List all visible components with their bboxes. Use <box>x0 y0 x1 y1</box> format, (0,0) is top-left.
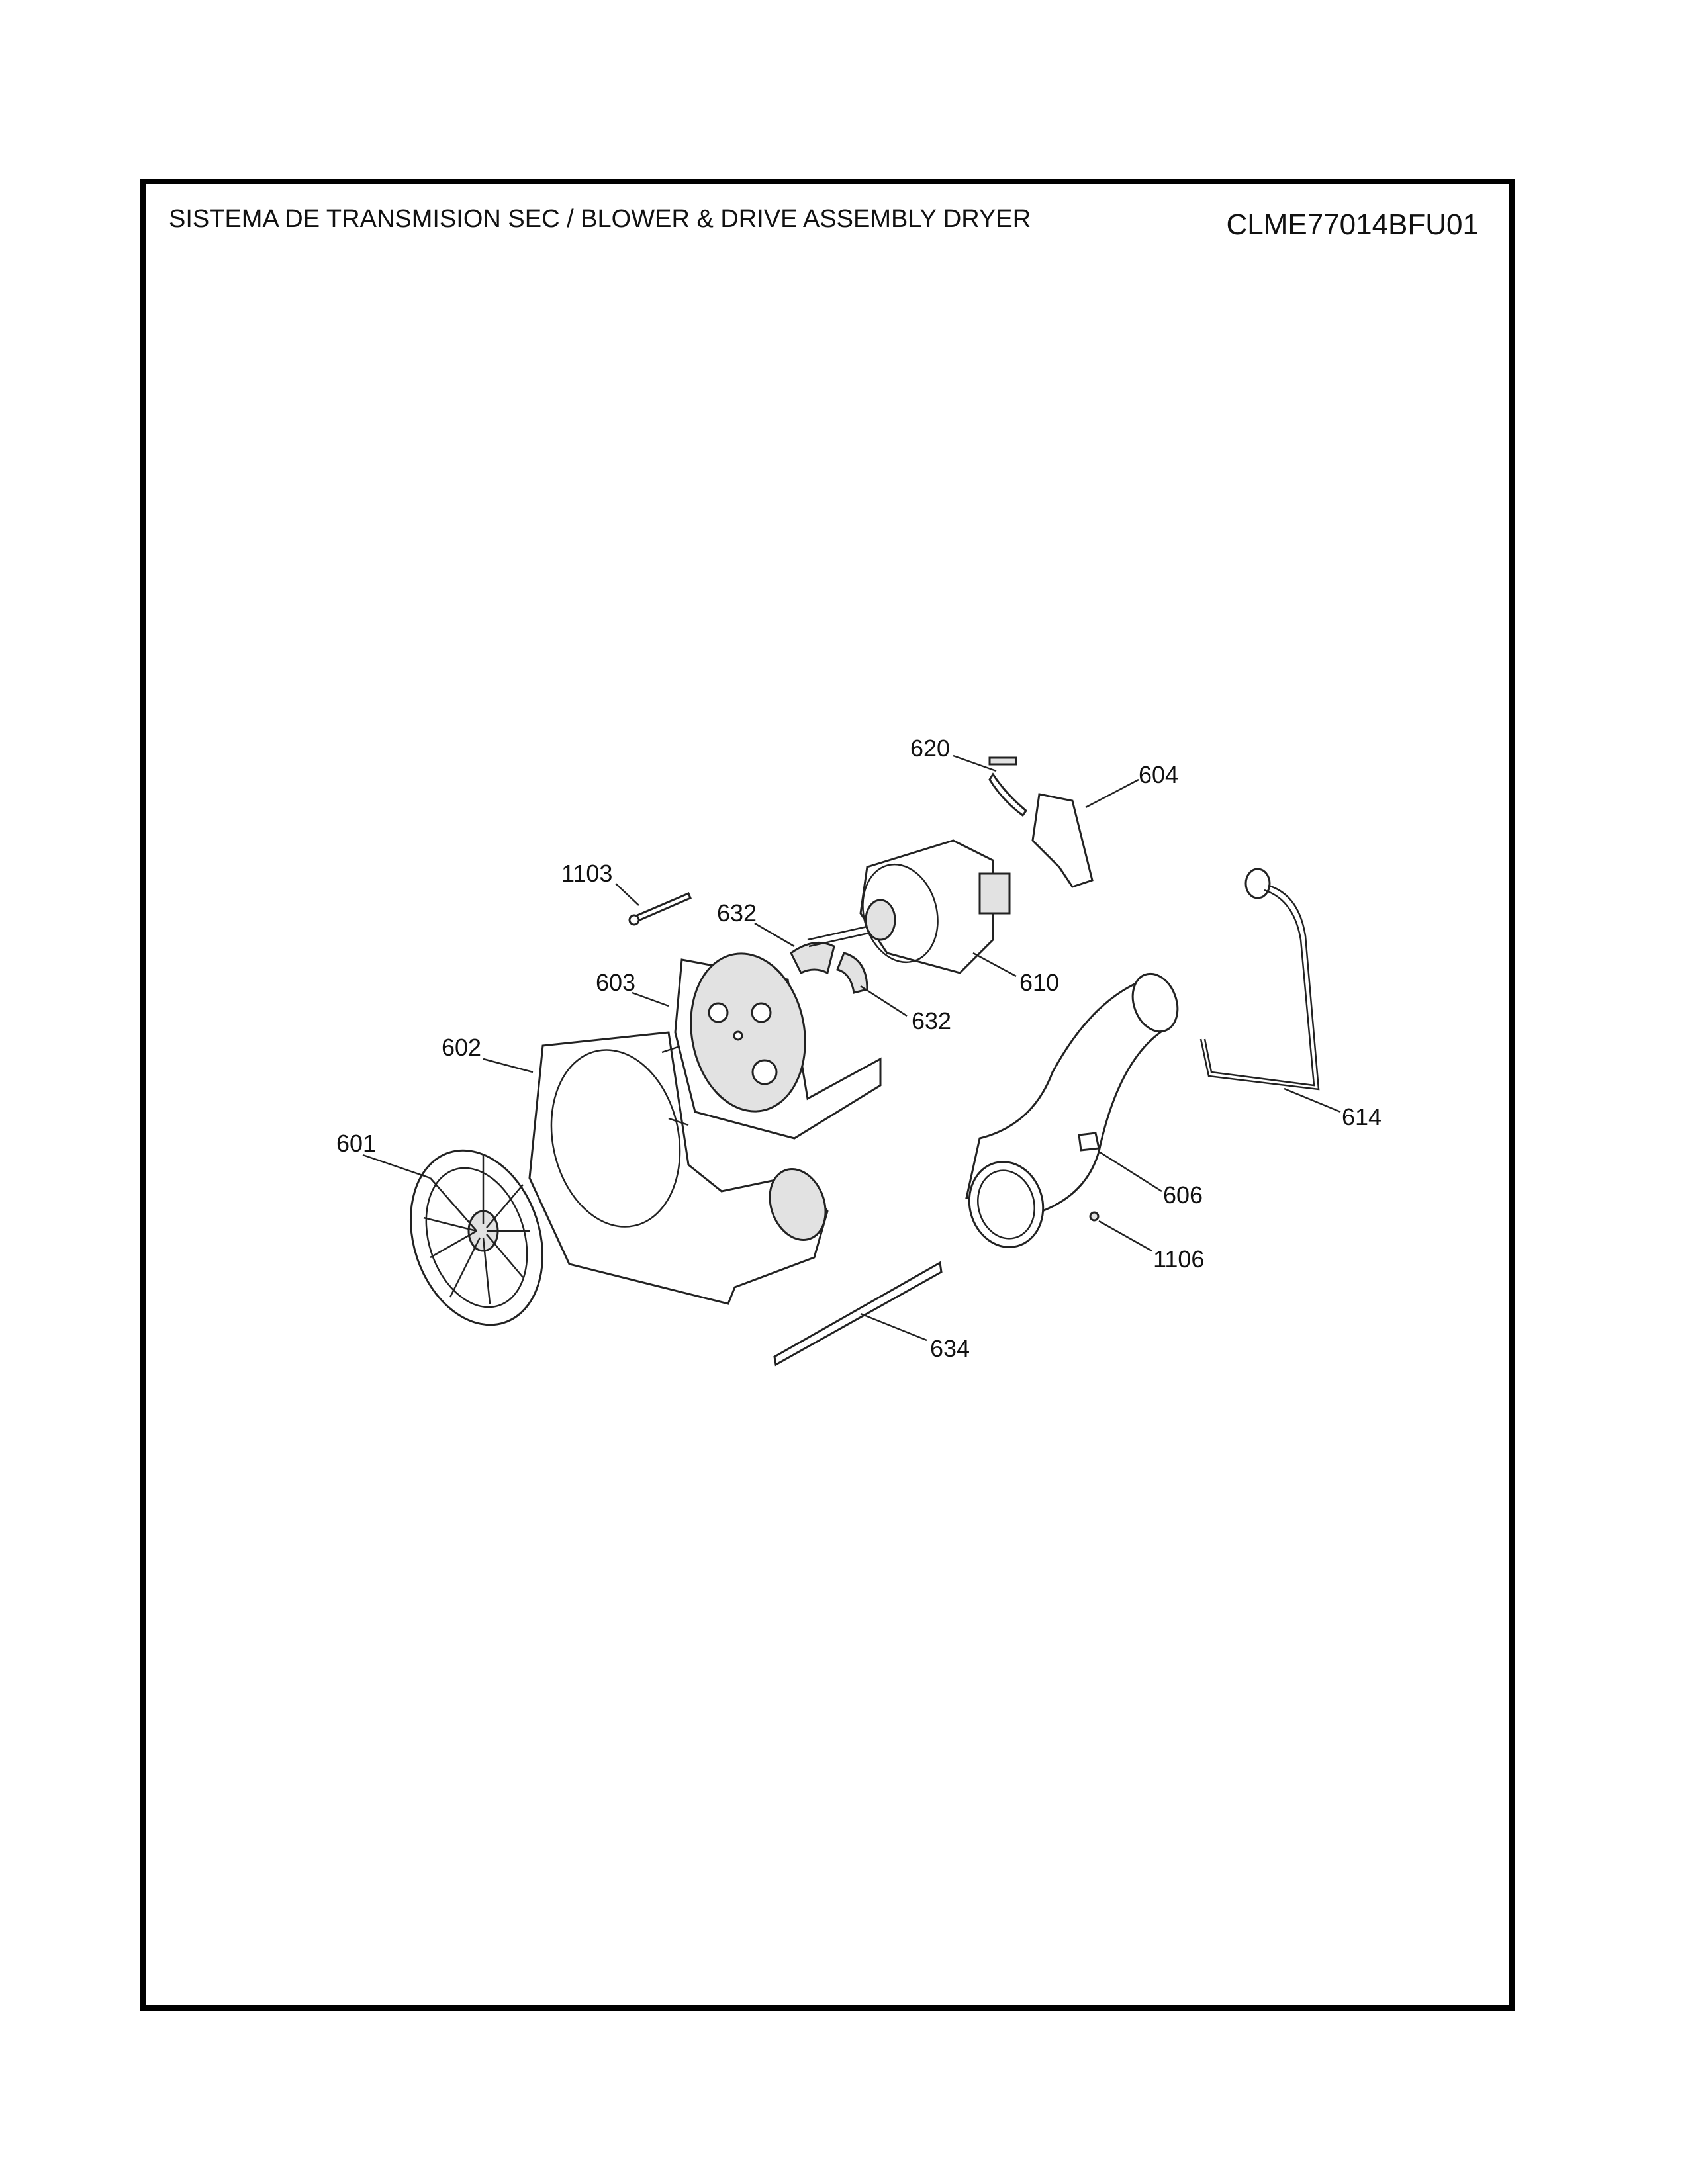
callout-610: 610 <box>1019 969 1059 996</box>
callout-632-lower: 632 <box>912 1007 951 1034</box>
callout-1103: 1103 <box>561 860 612 887</box>
part-1103-bolt <box>628 892 692 926</box>
model-number: CLME77014BFU01 <box>1226 208 1479 241</box>
part-604-motor-mount <box>1031 793 1094 888</box>
part-610-drive-motor <box>807 839 1011 974</box>
callout-leader-lines <box>362 754 1341 1342</box>
callout-1106: 1106 <box>1153 1246 1204 1273</box>
callout-634: 634 <box>930 1335 970 1362</box>
part-632-clamp-upper <box>790 941 835 975</box>
part-632-clamp-lower <box>835 952 868 994</box>
part-1106-screw <box>1089 1211 1100 1222</box>
part-620-clip <box>988 756 1028 817</box>
part-602-blower-housing <box>528 1031 829 1305</box>
part-603-blower-plate <box>674 952 882 1140</box>
callout-620: 620 <box>910 735 950 762</box>
callout-602: 602 <box>442 1034 481 1061</box>
callout-614: 614 <box>1342 1103 1382 1130</box>
part-606-exhaust-duct <box>965 972 1179 1248</box>
callout-606: 606 <box>1163 1181 1203 1208</box>
callout-604: 604 <box>1139 761 1178 788</box>
callout-603: 603 <box>596 969 635 996</box>
callout-632-upper: 632 <box>717 899 757 927</box>
part-634-seal-strip <box>773 1261 943 1367</box>
page-title: SISTEMA DE TRANSMISION SEC / BLOWER & DR… <box>169 205 1031 233</box>
callout-601: 601 <box>336 1130 376 1157</box>
part-614-wire-harness <box>1199 868 1320 1091</box>
part-601-blower-wheel <box>409 1149 544 1326</box>
diagram-frame <box>140 179 1515 2011</box>
